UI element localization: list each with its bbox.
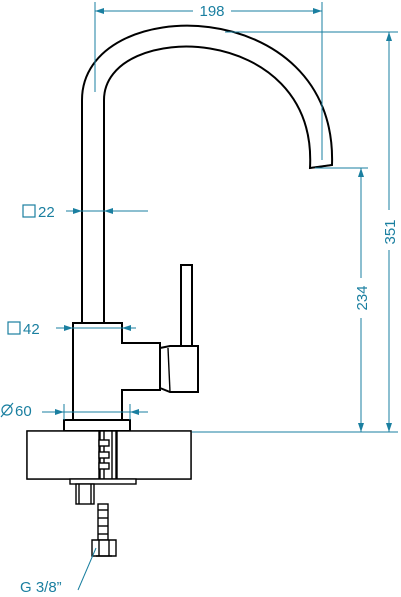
base-flange xyxy=(63,419,131,432)
spout-tube xyxy=(81,24,334,324)
dimension-base: 60 xyxy=(0,402,148,420)
supply-hose xyxy=(91,503,117,557)
spout-height-label: 234 xyxy=(354,285,371,310)
square-symbol-icon xyxy=(7,321,21,335)
dimension-total-height: 351 xyxy=(192,31,399,433)
dimension-width: 198 xyxy=(94,2,323,160)
diameter-symbol-icon xyxy=(0,402,14,418)
handle-cartridge xyxy=(159,345,199,393)
base-diameter-label: 60 xyxy=(15,403,32,420)
spout-tip xyxy=(309,164,333,169)
dimension-tube: 22 xyxy=(22,204,148,221)
faucet-body xyxy=(63,24,334,432)
mounting-shank xyxy=(69,430,137,505)
tube-size-label: 22 xyxy=(38,204,55,221)
lever-handle[interactable] xyxy=(180,264,193,350)
thread-label: G 3/8” xyxy=(20,579,62,596)
thread-callout: G 3/8” xyxy=(20,547,97,596)
total-height-label: 351 xyxy=(382,219,399,244)
width-label: 198 xyxy=(199,3,224,20)
dimension-spout-height: 234 xyxy=(315,167,371,432)
square-symbol-icon xyxy=(22,204,36,218)
dimension-body: 42 xyxy=(7,321,136,338)
mixer-body xyxy=(72,322,161,421)
worktop-section xyxy=(26,430,192,480)
body-size-label: 42 xyxy=(23,321,40,338)
cartridge-seam xyxy=(167,347,171,393)
